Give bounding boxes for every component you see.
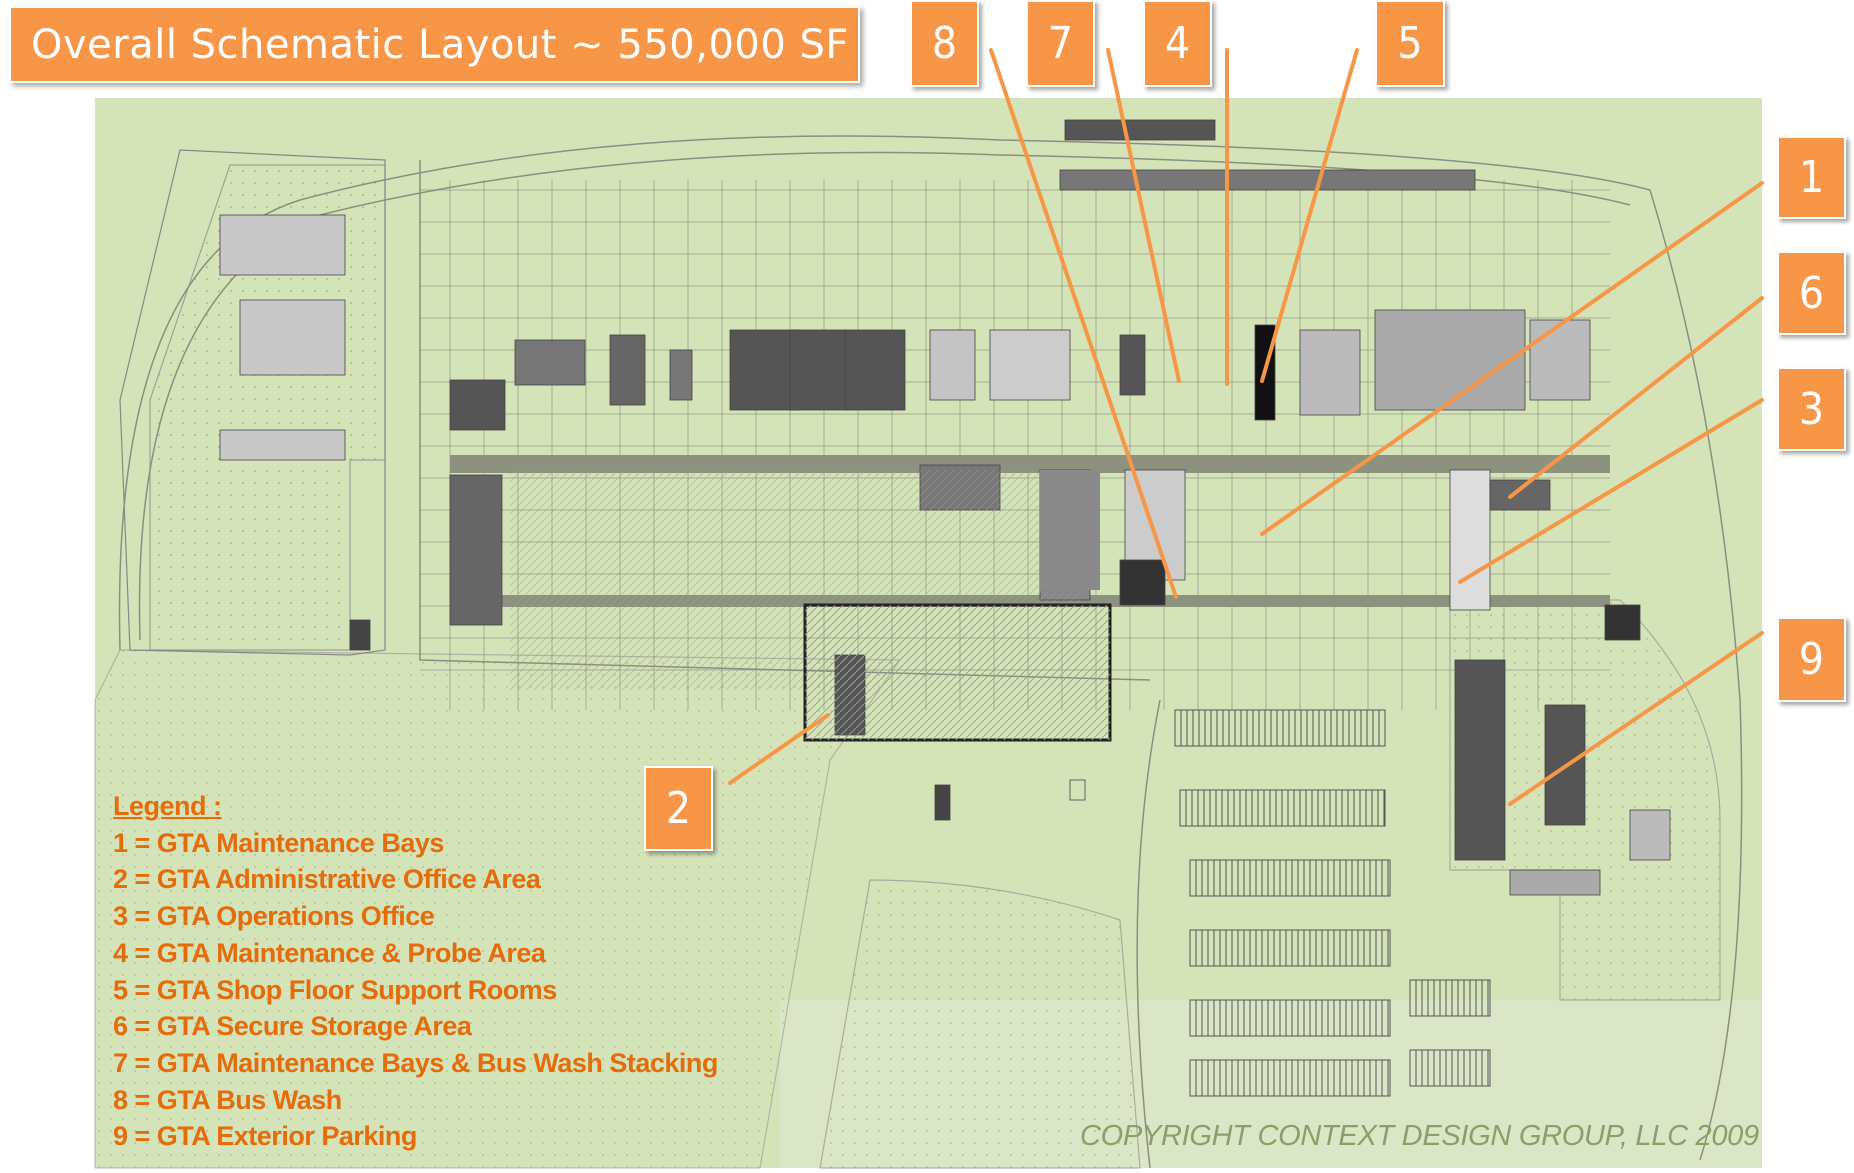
building-block — [349, 619, 371, 651]
parking-row — [1189, 999, 1391, 1037]
building-block — [219, 429, 346, 461]
building-block — [1449, 469, 1491, 611]
callout-5: 5 — [1375, 0, 1445, 87]
building-block — [609, 334, 646, 406]
legend-item: 3 = GTA Operations Office — [113, 901, 435, 932]
callout-2: 2 — [644, 766, 713, 851]
legend-item: 2 = GTA Administrative Office Area — [113, 864, 541, 895]
callout-9: 9 — [1777, 617, 1846, 702]
building-block — [1509, 869, 1601, 896]
parking-row — [1189, 929, 1391, 967]
building-block — [239, 299, 346, 376]
legend-item: 5 = GTA Shop Floor Support Rooms — [113, 974, 557, 1005]
building-block — [934, 784, 951, 821]
building-block — [1299, 329, 1361, 416]
parking-row — [1409, 1049, 1491, 1087]
building-block — [1604, 604, 1641, 641]
building-block — [1489, 479, 1551, 511]
building-block — [1454, 659, 1506, 861]
copyright-notice: COPYRIGHT CONTEXT DESIGN GROUP, LLC 2009 — [1080, 1120, 1759, 1152]
building-block — [1119, 334, 1146, 396]
building-block — [1059, 169, 1476, 191]
callout-3: 3 — [1777, 367, 1846, 451]
legend-heading: Legend : — [113, 791, 222, 821]
parking-row — [1189, 1059, 1391, 1097]
building-block — [844, 329, 906, 411]
building-block — [1529, 319, 1591, 401]
parking-row — [1179, 789, 1386, 827]
parking-row — [1189, 859, 1391, 897]
building-block — [449, 474, 503, 626]
parking-row — [1174, 709, 1386, 747]
legend-item: 7 = GTA Maintenance Bays & Bus Wash Stac… — [113, 1047, 718, 1078]
building-block — [514, 339, 586, 386]
building-block — [219, 214, 346, 276]
legend-item: 8 = GTA Bus Wash — [113, 1084, 342, 1115]
building-block — [789, 329, 851, 411]
building-block — [669, 349, 693, 401]
building-block — [1629, 809, 1671, 861]
parking-row — [1409, 979, 1491, 1017]
callout-1: 1 — [1777, 136, 1846, 219]
legend-item: 9 = GTA Exterior Parking — [113, 1121, 417, 1152]
building-block — [989, 329, 1071, 401]
legend-item: 1 = GTA Maintenance Bays — [113, 827, 444, 858]
building-block — [1374, 309, 1526, 411]
callout-4: 4 — [1143, 0, 1212, 87]
building-block — [1064, 119, 1216, 141]
callout-8: 8 — [910, 0, 979, 87]
landscape-areas — [94, 149, 1721, 1169]
building-block — [929, 329, 976, 401]
building-block — [1254, 324, 1276, 421]
legend: Legend : 1 = GTA Maintenance Bays 2 = GT… — [113, 788, 718, 1155]
building-block — [1544, 704, 1586, 826]
page-title: Overall Schematic Layout ~ 550,000 SF — [9, 6, 860, 83]
legend-item: 4 = GTA Maintenance & Probe Area — [113, 937, 546, 968]
parking-lots — [1174, 709, 1491, 1097]
building-block — [729, 329, 801, 411]
legend-item: 6 = GTA Secure Storage Area — [113, 1011, 472, 1042]
callout-6: 6 — [1777, 251, 1846, 335]
callout-7: 7 — [1026, 0, 1095, 87]
building-block — [1069, 779, 1086, 801]
building-block — [449, 379, 506, 431]
building-block — [1119, 559, 1166, 606]
